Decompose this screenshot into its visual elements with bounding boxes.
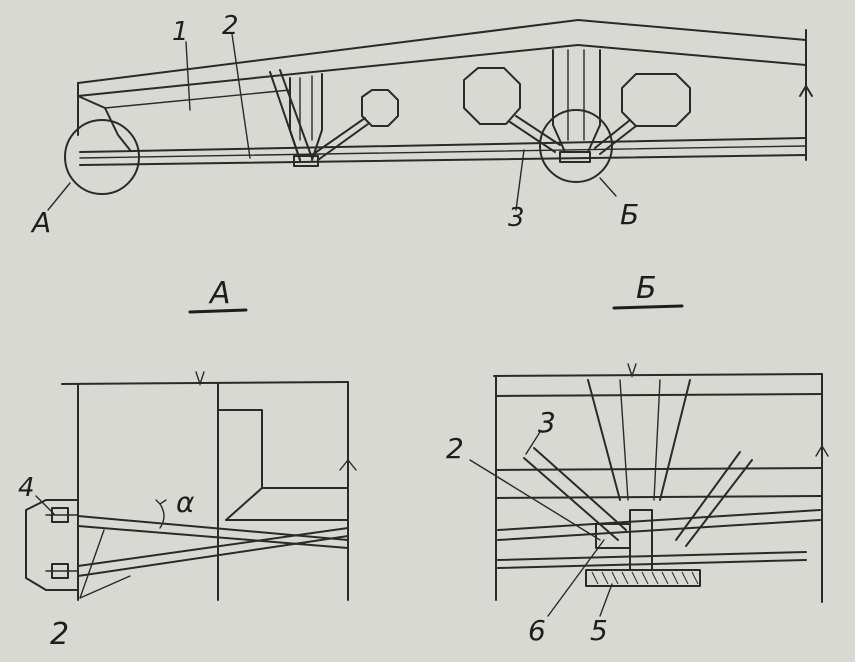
- beam-elevation: [47, 19, 813, 211]
- label-part-1: 1: [172, 17, 189, 47]
- detail-b: [469, 363, 829, 617]
- title-view-b-underline: [612, 304, 684, 310]
- title-view-a: А: [208, 276, 231, 311]
- title-view-b: Б: [636, 271, 657, 306]
- label-view-a-marker: А: [30, 206, 51, 239]
- label-detail-a-alpha: α: [176, 486, 195, 519]
- label-detail-b-5: 5: [590, 614, 608, 647]
- label-detail-a-2: 2: [50, 617, 69, 652]
- label-part-2-top: 2: [222, 11, 239, 41]
- label-detail-a-4: 4: [18, 473, 35, 503]
- label-view-b-marker: Б: [620, 198, 639, 231]
- label-detail-b-2: 2: [446, 432, 464, 465]
- detail-a: [25, 371, 357, 601]
- title-view-a-underline: [188, 308, 248, 314]
- label-detail-b-6: 6: [528, 614, 546, 647]
- label-part-3-top: 3: [508, 203, 525, 233]
- label-detail-b-3: 3: [538, 406, 556, 439]
